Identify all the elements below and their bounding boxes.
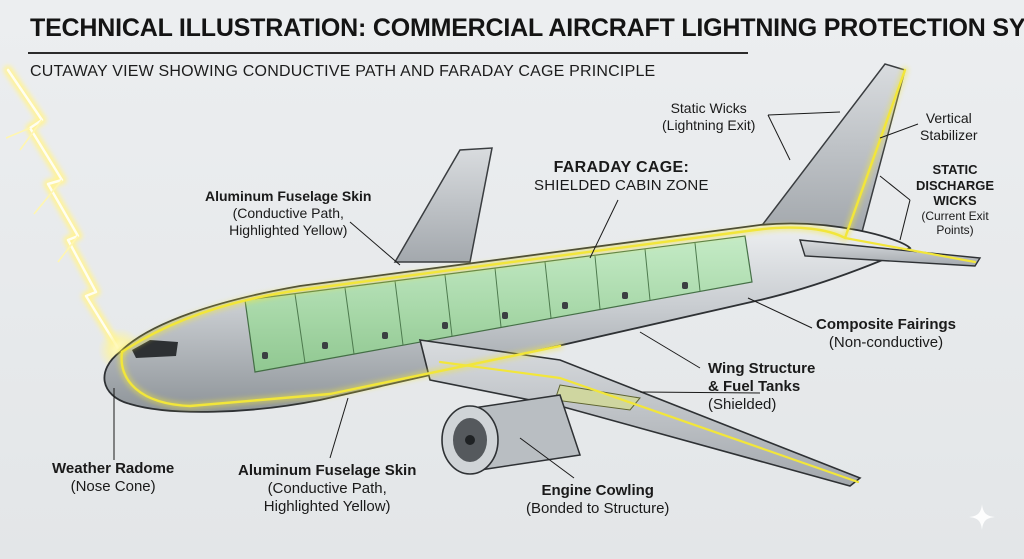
lightning-bolt-icon <box>3 65 142 372</box>
vertical-stabilizer <box>758 63 906 233</box>
label-fuselage-skin-bottom-line1: (Conductive Path, <box>267 480 387 497</box>
label-wing-structure-line2-bold: & Fuel Tanks <box>708 378 801 395</box>
label-fuselage-skin-top: Aluminum Fuselage Skin (Conductive Path,… <box>205 188 371 238</box>
label-fuselage-skin-bottom: Aluminum Fuselage Skin (Conductive Path,… <box>238 462 416 516</box>
label-composite-fairings: Composite Fairings (Non-conductive) <box>816 316 956 352</box>
label-wing-structure-line1: Wing Structure <box>708 360 816 377</box>
sparkle-icon <box>969 504 995 530</box>
label-composite-fairings-sub: (Non-conductive) <box>828 334 944 351</box>
label-engine-cowling-sub: (Bonded to Structure) <box>526 500 670 517</box>
label-weather-radome-sub: (Nose Cone) <box>70 478 156 495</box>
label-faraday-cage-title: FARADAY CAGE: <box>553 159 690 176</box>
label-static-discharge-wicks-s1: (Current Exit <box>921 208 989 223</box>
label-fuselage-skin-top-line1: (Conductive Path, <box>232 204 344 221</box>
label-wing-structure-line2-rest: (Shielded) <box>708 396 777 413</box>
label-weather-radome: Weather Radome (Nose Cone) <box>52 460 174 496</box>
label-static-discharge-wicks-t2: DISCHARGE <box>916 177 995 193</box>
label-static-wicks-line1: Static Wicks <box>670 100 747 116</box>
label-vertical-stabilizer-line2: Stabilizer <box>920 126 978 143</box>
label-wing-structure-line2: & Fuel Tanks (Shielded) <box>708 378 815 413</box>
label-weather-radome-title: Weather Radome <box>52 460 175 477</box>
title-rule <box>28 52 748 54</box>
label-vertical-stabilizer: Vertical Stabilizer <box>920 110 978 144</box>
label-engine-cowling-title: Engine Cowling <box>541 482 654 499</box>
label-fuselage-skin-top-title: Aluminum Fuselage Skin <box>205 188 372 204</box>
page-title: TECHNICAL ILLUSTRATION: COMMERCIAL AIRCR… <box>30 14 1024 42</box>
label-vertical-stabilizer-line1: Vertical <box>925 110 972 126</box>
label-fuselage-skin-top-line2: Highlighted Yellow) <box>229 221 348 238</box>
label-static-wicks: Static Wicks (Lightning Exit) <box>662 100 755 134</box>
label-faraday-cage-sub: SHIELDED CABIN ZONE <box>534 177 709 195</box>
cockpit-windows <box>132 340 178 358</box>
label-static-wicks-line2: (Lightning Exit) <box>662 116 756 133</box>
label-composite-fairings-title: Composite Fairings <box>816 316 957 333</box>
label-faraday-cage: FARADAY CAGE: SHIELDED CABIN ZONE <box>534 158 709 195</box>
page-subtitle: CUTAWAY VIEW SHOWING CONDUCTIVE PATH AND… <box>30 63 656 80</box>
far-wing <box>393 147 493 263</box>
label-wing-structure: Wing Structure & Fuel Tanks (Shielded) <box>708 360 815 414</box>
label-static-discharge-wicks-t3: WICKS <box>933 193 977 209</box>
label-fuselage-skin-bottom-line2: Highlighted Yellow) <box>263 498 391 515</box>
label-static-discharge-wicks: STATIC DISCHARGE WICKS (Current Exit Poi… <box>916 162 994 238</box>
label-static-discharge-wicks-t1: STATIC <box>932 162 978 177</box>
conductive-path <box>118 66 977 484</box>
near-wing <box>418 339 862 487</box>
leader-lines <box>113 111 919 479</box>
cabin-frames <box>294 242 701 364</box>
label-static-discharge-wicks-s2: Points) <box>936 223 974 238</box>
label-engine-cowling: Engine Cowling (Bonded to Structure) <box>526 482 669 518</box>
cabin-windows <box>262 282 688 359</box>
label-fuselage-skin-bottom-title: Aluminum Fuselage Skin <box>238 462 417 479</box>
engine <box>441 394 581 475</box>
